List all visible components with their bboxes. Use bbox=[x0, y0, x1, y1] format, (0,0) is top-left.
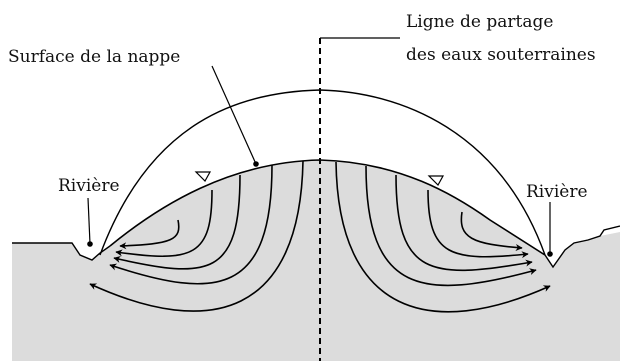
flow-line-left-5 bbox=[89, 160, 304, 312]
flow-line-right-2 bbox=[427, 189, 529, 259]
water-table-leader-line bbox=[211, 65, 257, 165]
river-right-label: Rivière bbox=[526, 182, 588, 202]
divide-label-line2: des eaux souterraines bbox=[406, 45, 596, 65]
flow-line-right-4 bbox=[365, 165, 537, 287]
ground-surface-right bbox=[544, 225, 620, 269]
flow-line-right-5 bbox=[335, 161, 551, 313]
flow-line-right-1 bbox=[460, 211, 523, 251]
flow-line-left-2 bbox=[115, 189, 213, 258]
flow-line-left-1 bbox=[119, 219, 180, 250]
water-table-marker-right bbox=[427, 175, 445, 186]
flow-line-left-3 bbox=[113, 174, 241, 270]
river-right-dot bbox=[547, 251, 553, 257]
river-left-leader-line bbox=[87, 197, 91, 245]
flow-line-left-4 bbox=[109, 164, 273, 285]
river-left-label: Rivière bbox=[58, 176, 120, 196]
divide-label-line1: Ligne de partage bbox=[406, 12, 553, 32]
water-table-leader-dot bbox=[253, 161, 259, 167]
flow-line-right-3 bbox=[395, 174, 533, 272]
river-left-dot bbox=[87, 241, 93, 247]
water-table-marker-left bbox=[194, 171, 212, 182]
water-table-label: Surface de la nappe bbox=[8, 47, 180, 67]
